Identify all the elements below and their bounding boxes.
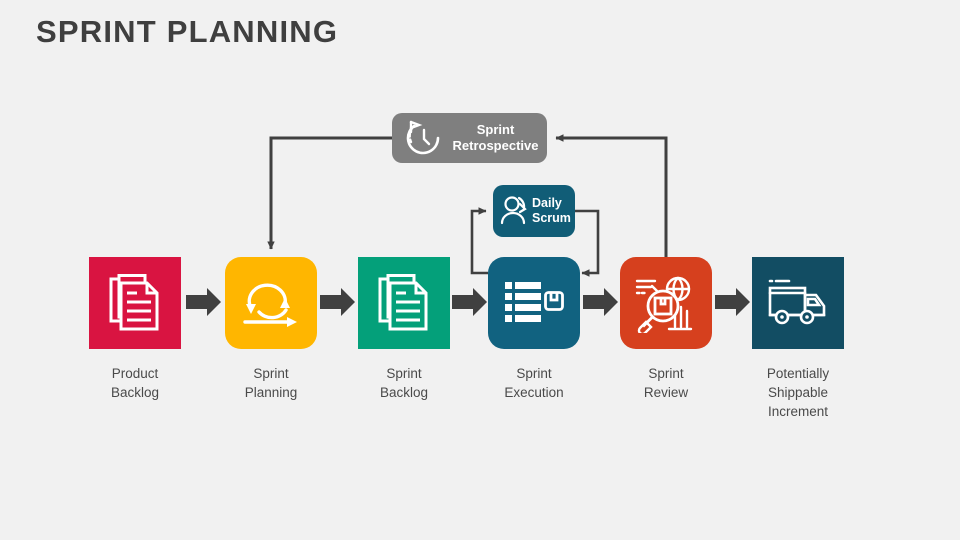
caption-line: Increment (767, 404, 829, 419)
node-sprint-planning[interactable] (225, 257, 317, 349)
block-arrow-backlog-to-planning (186, 288, 221, 316)
label-line: Daily (532, 196, 562, 210)
caption-line: Product (111, 366, 159, 381)
documents-icon (107, 273, 163, 333)
documents-icon (376, 273, 432, 333)
caption-line: Backlog (110, 385, 160, 400)
caption-sprint-execution: Sprint Execution (454, 364, 614, 402)
task-list-archive-icon (503, 280, 565, 326)
daily-scrum-label: Daily Scrum (530, 196, 575, 226)
label-line: Retrospective (452, 138, 539, 153)
block-arrow-sprintbacklog-to-execution (452, 288, 487, 316)
caption-line: Sprint (386, 366, 422, 381)
node-sprint-review[interactable] (620, 257, 712, 349)
caption-line: Backlog (379, 385, 429, 400)
caption-sprint-review: Sprint Review (586, 364, 746, 402)
caption-line: Sprint (648, 366, 684, 381)
caption-sprint-planning: Sprint Planning (191, 364, 351, 402)
node-sprint-execution[interactable] (488, 257, 580, 349)
caption-potentially-shippable-increment: Potentially Shippable Increment (718, 364, 878, 421)
page-title: SPRINT PLANNING (36, 14, 339, 49)
caption-product-backlog: Product Backlog (55, 364, 215, 402)
node-sprint-backlog[interactable] (358, 257, 450, 349)
caption-line: Planning (244, 385, 298, 400)
block-arrow-review-to-increment (715, 288, 750, 316)
person-refresh-icon (500, 194, 530, 228)
node-daily-scrum[interactable]: Daily Scrum (493, 185, 575, 237)
node-product-backlog[interactable] (89, 257, 181, 349)
label-line: Sprint (476, 122, 515, 137)
label-line: Scrum (532, 211, 571, 225)
line-execution-to-dailyscrum (470, 207, 488, 275)
magnifier-globe-chart-icon (635, 273, 697, 333)
agile-loop-icon (239, 274, 303, 332)
clock-icon (402, 118, 444, 158)
node-sprint-retrospective[interactable]: Sprint Retrospective (392, 113, 547, 163)
caption-sprint-backlog: Sprint Backlog (324, 364, 484, 402)
caption-line: Sprint (253, 366, 289, 381)
block-arrow-execution-to-review (583, 288, 618, 316)
node-potentially-shippable-increment[interactable] (752, 257, 844, 349)
caption-line: Sprint (516, 366, 552, 381)
delivery-truck-icon (767, 277, 829, 329)
block-arrow-planning-to-sprintbacklog (320, 288, 355, 316)
caption-line: Review (643, 385, 689, 400)
caption-line: Execution (504, 385, 564, 400)
line-dailyscrum-to-execution (575, 209, 600, 277)
line-retrospective-to-planning (267, 136, 392, 250)
caption-line: Potentially (766, 366, 830, 381)
sprint-retrospective-label: Sprint Retrospective (444, 122, 547, 154)
caption-line: Shippable (767, 385, 829, 400)
